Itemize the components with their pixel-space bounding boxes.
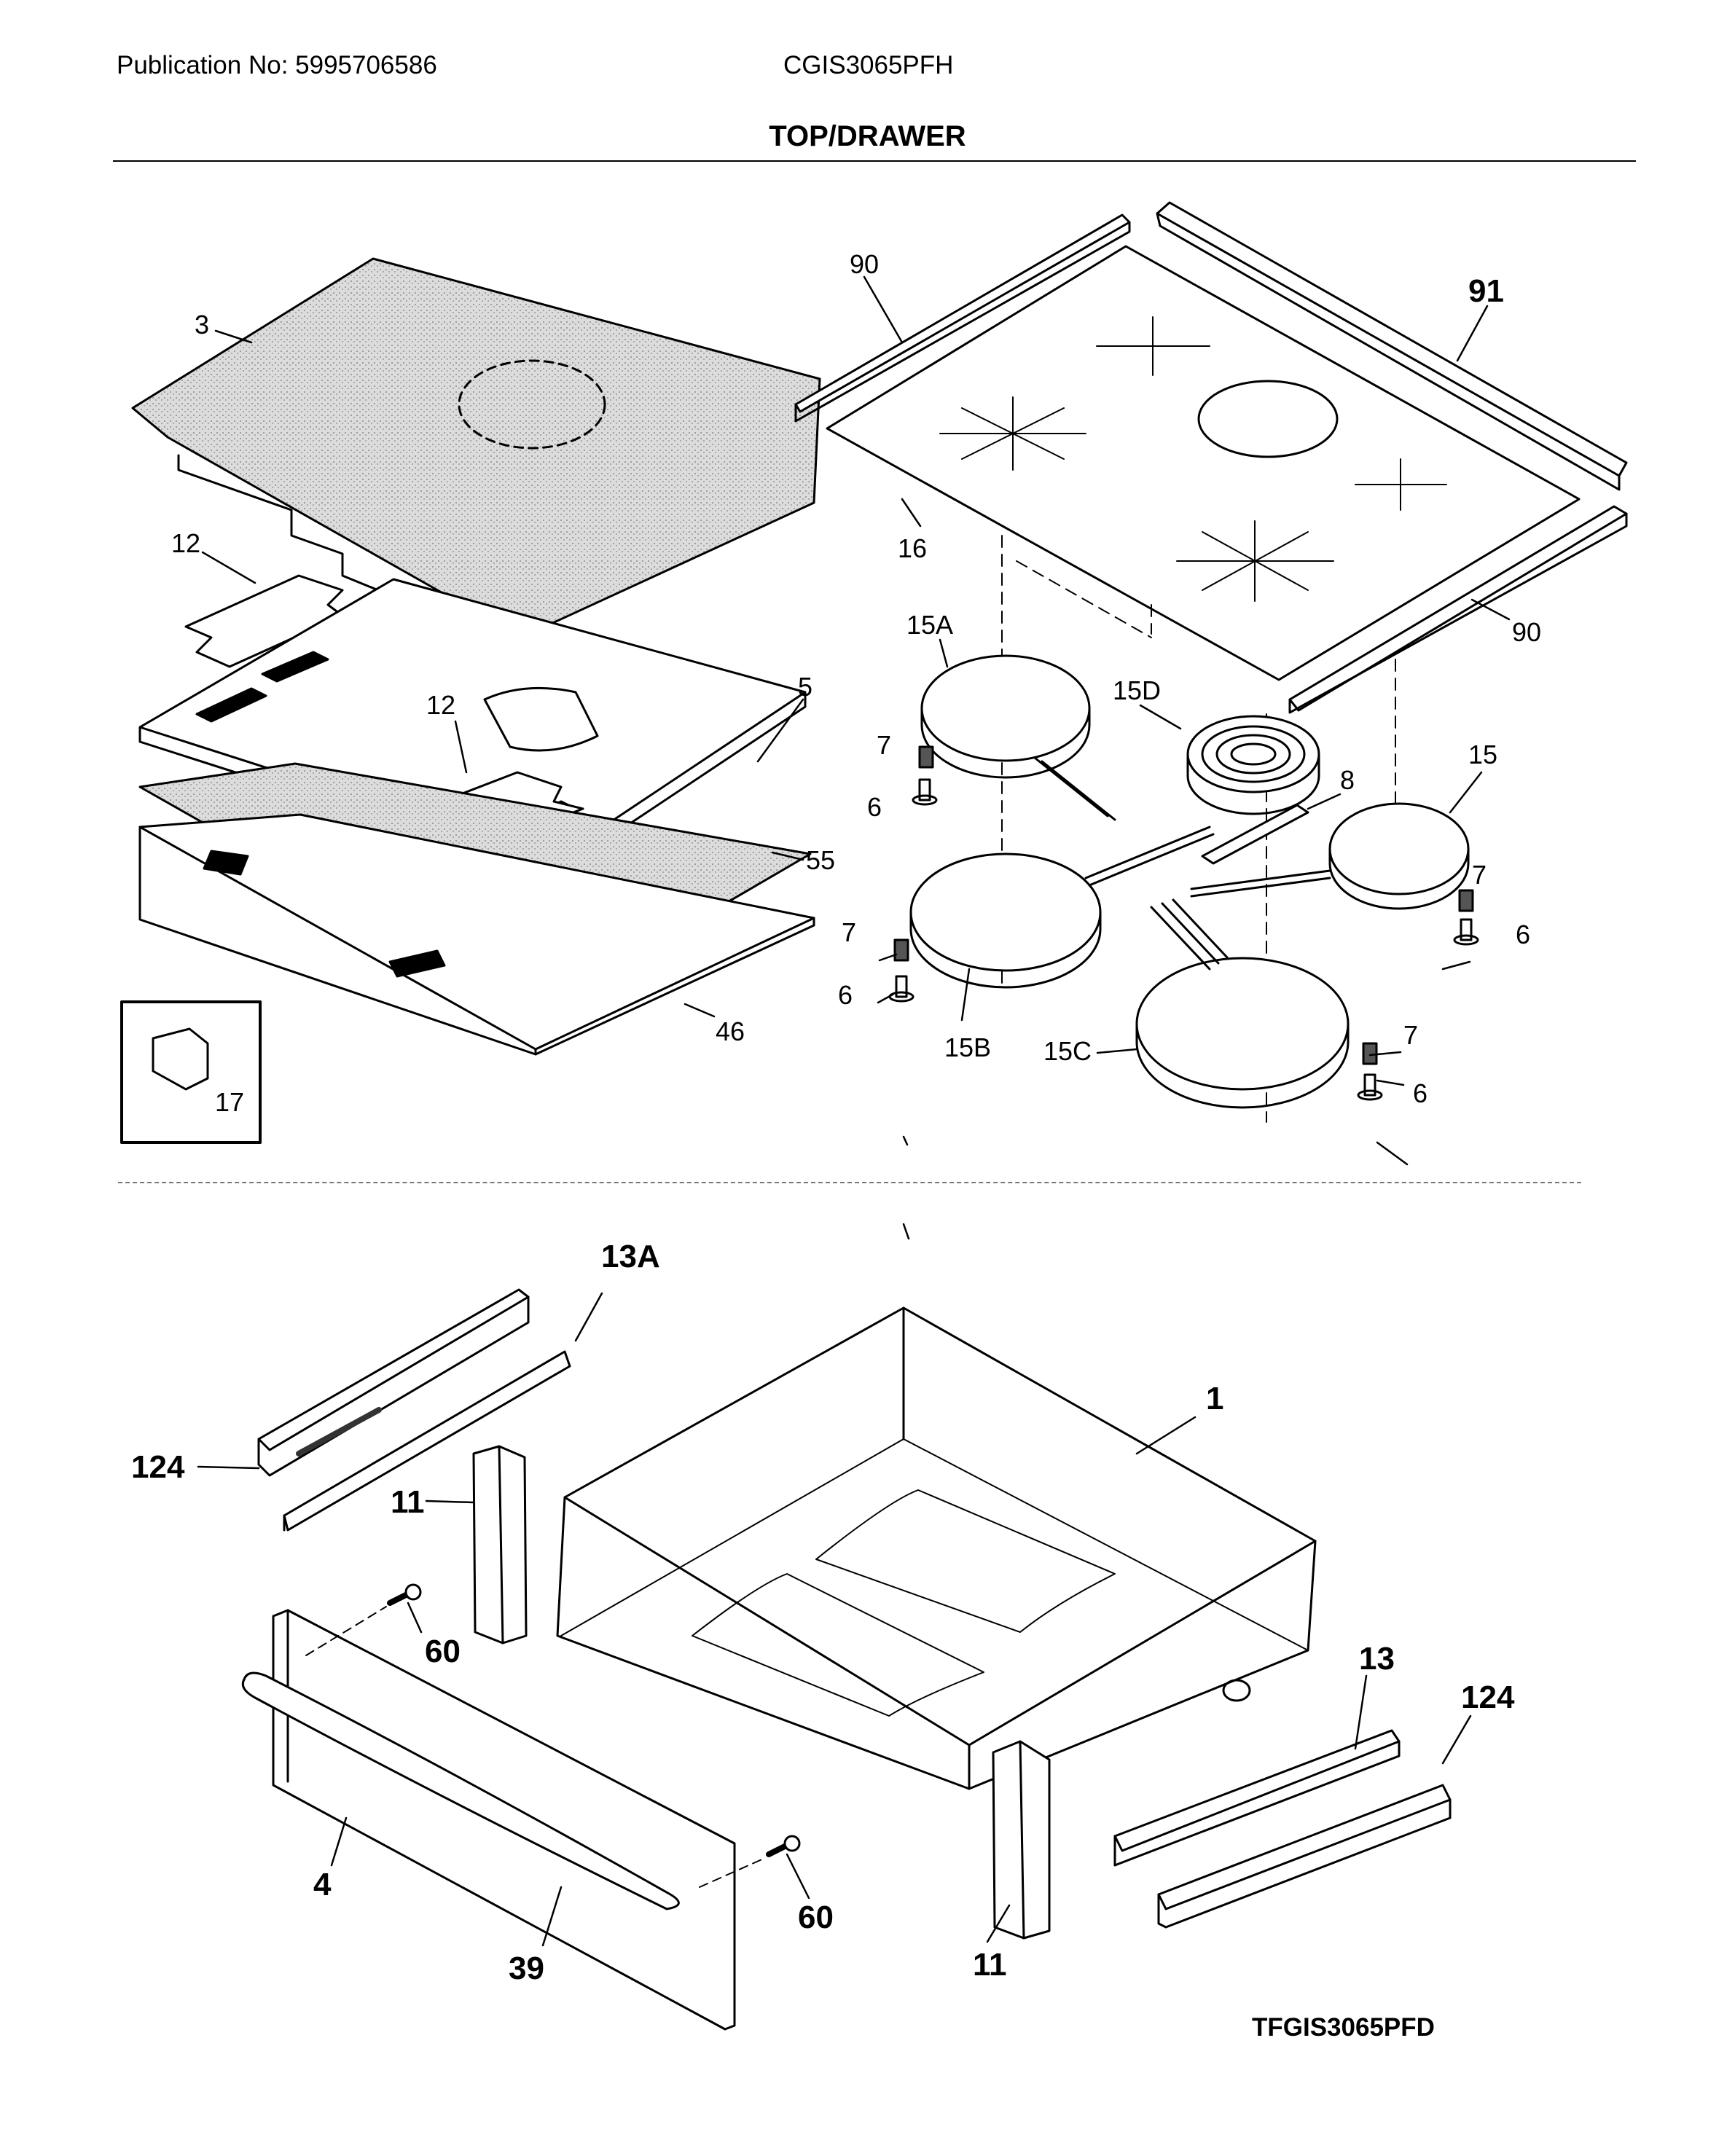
drawer-screws: [305, 1583, 801, 1888]
radiant-element-15d: [1186, 715, 1320, 815]
drawer-slide-left: [257, 1288, 571, 1532]
callout-90-lower: 90: [1512, 617, 1542, 647]
callout-124-right: 124: [1461, 1679, 1515, 1715]
header-rule: [113, 160, 1636, 162]
radiant-element-15c: [1135, 898, 1350, 1109]
callout-6-d: 6: [1413, 1078, 1428, 1108]
callout-39: 39: [509, 1951, 544, 1986]
top-insulation-pad: [131, 257, 821, 643]
section-separator: [118, 1182, 1581, 1183]
callout-15a: 15A: [906, 610, 954, 640]
callout-5: 5: [798, 672, 813, 702]
callout-7-b: 7: [1472, 860, 1487, 890]
drawer-front-panel: [241, 1609, 736, 2031]
radiant-element-15b: [909, 826, 1215, 989]
radiant-element-15: [1190, 802, 1470, 910]
bracket-inset-box: [120, 1000, 262, 1144]
wire-harness-8: [1201, 804, 1309, 865]
burner-box: [138, 813, 815, 1056]
callout-4: 4: [313, 1867, 332, 1902]
callout-15: 15: [1468, 740, 1498, 769]
leader-lines: [197, 275, 1511, 1947]
callout-1: 1: [1206, 1381, 1224, 1416]
callout-12-upper: 12: [171, 528, 201, 558]
callout-6-b: 6: [1516, 920, 1531, 949]
callout-60-right: 60: [798, 1900, 834, 1935]
drawer-bracket-right: [992, 1740, 1051, 1940]
callout-11-left: 11: [391, 1484, 425, 1520]
callout-91: 91: [1468, 273, 1504, 309]
section-title: TOP/DRAWER: [769, 120, 966, 152]
callout-7-c: 7: [842, 917, 857, 947]
drawer-box: [556, 1306, 1317, 1790]
callout-60-left: 60: [425, 1634, 461, 1669]
callout-6-c: 6: [838, 980, 853, 1010]
callout-13: 13: [1359, 1641, 1395, 1677]
callout-124-left: 124: [131, 1449, 185, 1485]
callout-55: 55: [806, 845, 836, 875]
callout-16: 16: [898, 533, 928, 563]
callout-3: 3: [195, 310, 210, 340]
publication-number: Publication No: 5995706586: [117, 51, 437, 79]
callout-13a: 13A: [601, 1239, 660, 1274]
callout-46: 46: [716, 1016, 745, 1046]
trim-strip-lower: [1288, 505, 1628, 714]
callout-11-right: 11: [973, 1947, 1007, 1983]
radiant-element-15a: [920, 654, 1116, 821]
callout-15b: 15B: [944, 1032, 992, 1062]
callout-8: 8: [1340, 765, 1355, 795]
drawer-slide-right: [1113, 1729, 1452, 1929]
diagram-code: TFGIS3065PFD: [1252, 2013, 1435, 2042]
callout-15d: 15D: [1113, 675, 1162, 705]
glass-cooktop: [826, 245, 1581, 681]
callout-90-upper: 90: [850, 249, 880, 279]
callout-6-a: 6: [867, 792, 882, 822]
callout-7-a: 7: [877, 730, 892, 760]
callout-7-d: 7: [1403, 1020, 1419, 1050]
callout-17: 17: [215, 1087, 245, 1117]
springs-and-screws: [888, 745, 1479, 1101]
callout-15c: 15C: [1043, 1036, 1092, 1066]
trim-strip-rear: [1156, 201, 1628, 491]
drawer-bracket-left: [472, 1445, 528, 1645]
trim-strip-upper: [794, 213, 1131, 423]
model-number: CGIS3065PFH: [783, 51, 954, 79]
callout-12-lower: 12: [426, 690, 456, 720]
